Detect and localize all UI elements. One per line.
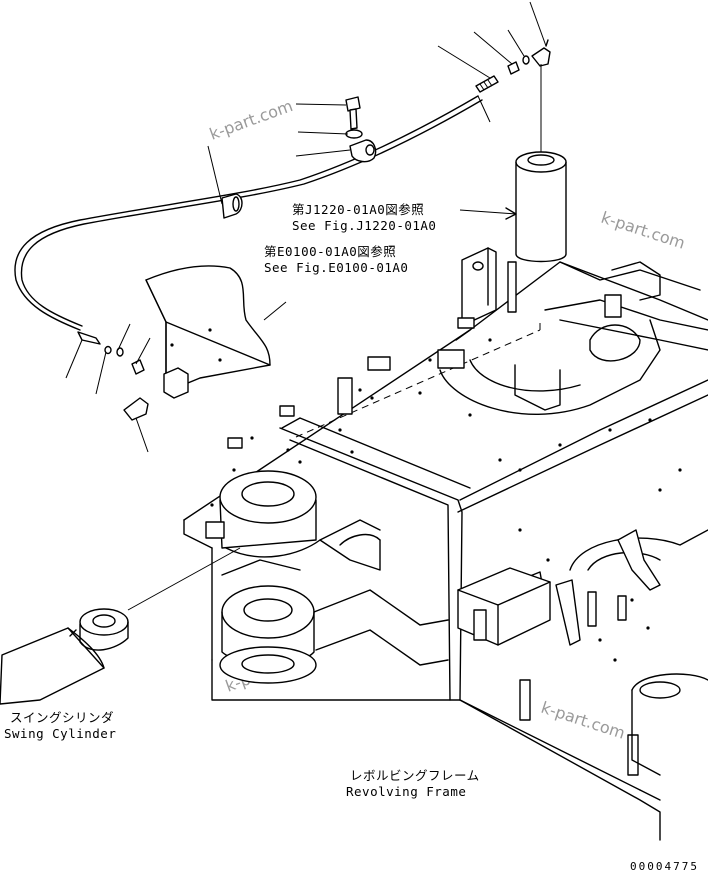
watermark-bottom-right: k-part.com	[539, 698, 628, 743]
ref-e0100-label-en: See Fig.E0100-01A0	[264, 260, 408, 275]
revolving-frame	[183, 247, 708, 841]
reference-plate	[145, 265, 287, 399]
pivot-bushing	[459, 64, 567, 263]
revolving-frame-label-jp: レボルビングフレーム	[350, 768, 480, 783]
swing-cylinder	[0, 547, 241, 705]
swing-cylinder-label-jp: スイングシリンダ	[10, 710, 114, 725]
ref-j1220-label-jp: 第J1220-01A0図参照	[292, 202, 424, 217]
watermark-top-right: k-part.com	[599, 208, 688, 253]
clamp-assembly-mid	[207, 145, 243, 219]
deck-bolt-holes	[210, 338, 682, 662]
ref-e0100-label-jp: 第E0100-01A0図参照	[264, 244, 396, 259]
revolving-frame-label-en: Revolving Frame	[346, 784, 466, 799]
watermark-top-left: k-part.com	[207, 96, 295, 144]
ref-j1220-label-en: See Fig.J1220-01A0	[292, 218, 436, 233]
top-fittings	[437, 1, 551, 123]
drawing-number: 00004775	[630, 860, 699, 873]
clamp-assembly-top	[295, 96, 377, 163]
swing-cylinder-label-en: Swing Cylinder	[4, 726, 116, 741]
left-fittings	[65, 323, 151, 453]
